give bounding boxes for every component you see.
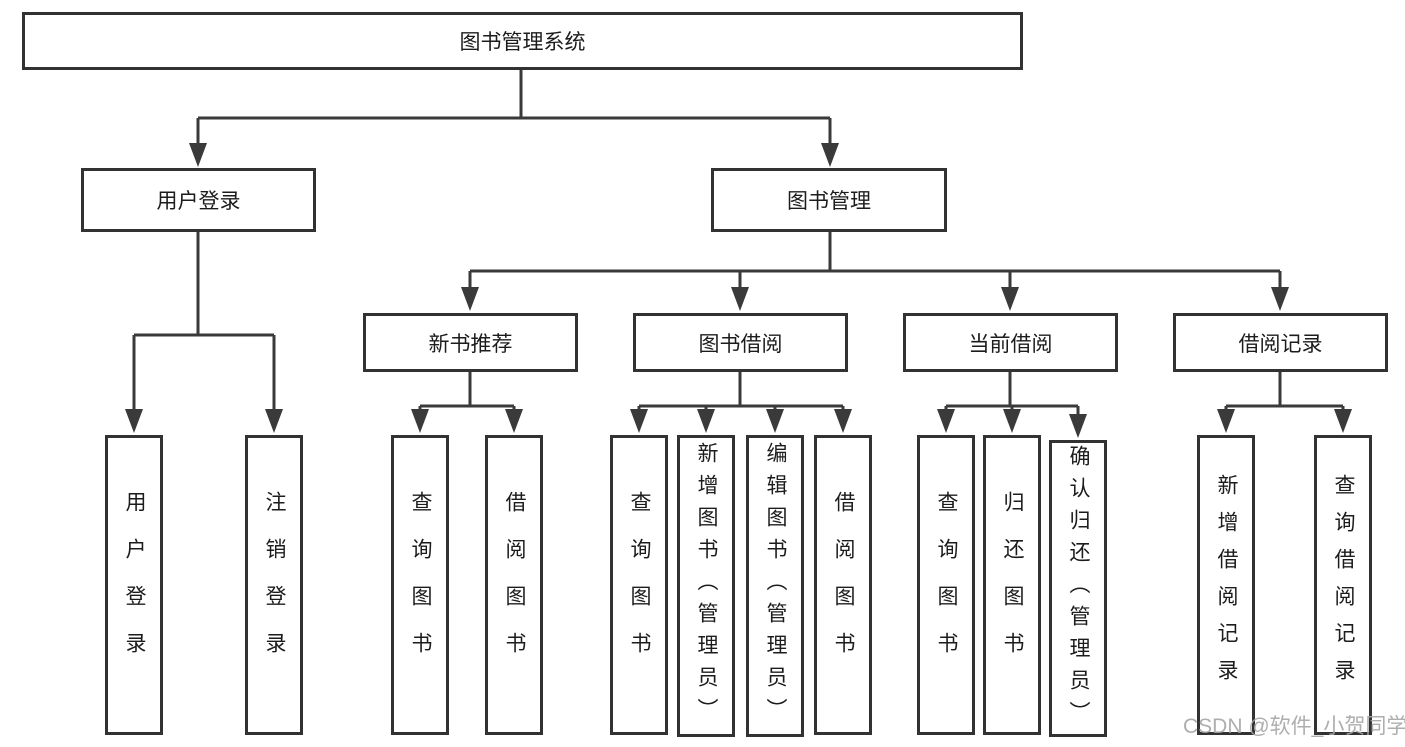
node-borrow-record: 借阅记录 bbox=[1173, 313, 1388, 372]
arrow-down-icon bbox=[125, 409, 143, 433]
node-root-system: 图书管理系统 bbox=[22, 12, 1023, 70]
leaf-add-book-admin: 新增图书（管理员） bbox=[677, 435, 735, 737]
arrow-down-icon bbox=[189, 143, 207, 167]
connector-bookmgmt-to-level3 bbox=[468, 232, 1282, 287]
leaf-query-book-borrow: 查询图书 bbox=[610, 435, 668, 735]
arrow-down-icon bbox=[766, 409, 784, 433]
leaf-add-borrow-record: 新增借阅记录 bbox=[1197, 435, 1255, 735]
node-current-borrow: 当前借阅 bbox=[903, 313, 1118, 372]
connector-userlogin-to-leaves bbox=[132, 232, 276, 410]
leaf-user-login: 用户登录 bbox=[105, 435, 163, 735]
csdn-watermark: CSDN @软件_小贺同学 bbox=[1183, 715, 1405, 738]
arrowheads bbox=[125, 143, 1352, 438]
leaf-confirm-return-admin: 确认归还（管理员） bbox=[1049, 440, 1107, 737]
connector-newbook-to-leaves bbox=[418, 372, 516, 410]
arrow-down-icon bbox=[1003, 409, 1021, 433]
node-book-management: 图书管理 bbox=[711, 168, 947, 232]
arrow-down-icon bbox=[937, 409, 955, 433]
leaf-edit-book-admin: 编辑图书（管理员） bbox=[746, 435, 804, 737]
arrow-down-icon bbox=[1217, 409, 1235, 433]
arrow-down-icon bbox=[1001, 287, 1019, 311]
arrow-down-icon bbox=[731, 287, 749, 311]
arrow-down-icon bbox=[1271, 287, 1289, 311]
leaf-logout: 注销登录 bbox=[245, 435, 303, 735]
arrow-down-icon bbox=[834, 409, 852, 433]
connector-root-to-level2 bbox=[196, 70, 832, 145]
leaf-query-book-current: 查询图书 bbox=[917, 435, 975, 735]
arrow-down-icon bbox=[1334, 409, 1352, 433]
arrow-down-icon bbox=[630, 409, 648, 433]
arrow-down-icon bbox=[461, 287, 479, 311]
arrow-down-icon bbox=[265, 409, 283, 433]
arrow-down-icon bbox=[697, 409, 715, 433]
arrow-down-icon bbox=[1069, 414, 1087, 438]
leaf-borrow-book: 借阅图书 bbox=[814, 435, 872, 735]
connector-bookborrow-to-leaves bbox=[637, 372, 845, 410]
arrow-down-icon bbox=[821, 143, 839, 167]
leaf-return-book: 归还图书 bbox=[983, 435, 1041, 735]
arrow-down-icon bbox=[411, 409, 429, 433]
node-book-borrow: 图书借阅 bbox=[633, 313, 848, 372]
leaf-query-borrow-record: 查询借阅记录 bbox=[1314, 435, 1372, 735]
connector-borrowrecord-to-leaves bbox=[1224, 372, 1345, 410]
node-user-login: 用户登录 bbox=[81, 168, 316, 232]
connector-currentborrow-to-leaves bbox=[944, 372, 1080, 415]
leaf-borrow-book-recommend: 借阅图书 bbox=[485, 435, 543, 735]
node-new-book-recommend: 新书推荐 bbox=[363, 313, 578, 372]
arrow-down-icon bbox=[505, 409, 523, 433]
leaf-query-book-recommend: 查询图书 bbox=[391, 435, 449, 735]
